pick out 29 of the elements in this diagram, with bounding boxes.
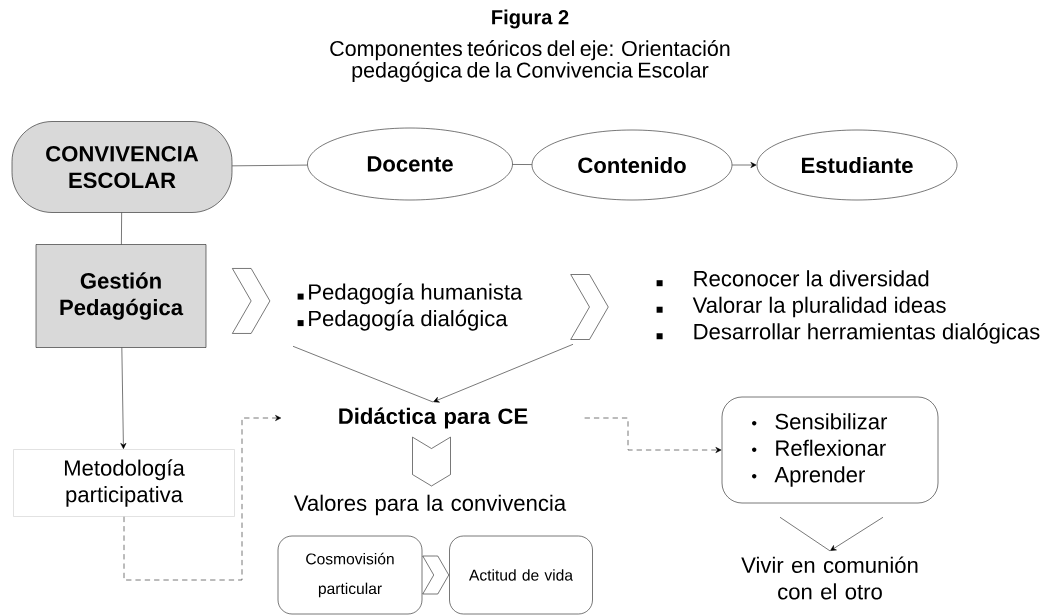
text-label: Valores para la convivencia	[293, 494, 567, 516]
list-item: Reconocer la diversidad	[656, 270, 929, 287]
chevron-arrow	[232, 268, 271, 334]
chevron-arrow	[292, 344, 574, 403]
arrow	[123, 415, 282, 581]
chevron-arrow	[570, 274, 609, 340]
caption: Componentes teóricos del eje: Orientación pedagógica de la Convivencia Escolar	[330, 40, 730, 82]
connector-line	[512, 164, 532, 165]
rounded-box: Sensibilizar Reflexionar Aprender	[721, 396, 939, 504]
connector-line	[232, 164, 308, 167]
arrow	[732, 162, 757, 168]
arrow	[584, 417, 722, 453]
rounded-box: Actitud de vida	[449, 535, 593, 615]
process-box: Metodología participativa	[13, 449, 235, 517]
arrow	[120, 347, 127, 449]
list-item: Valorar la pluralidad ideas	[656, 296, 946, 318]
rounded-box: CONVIVENCIA ESCOLAR	[11, 121, 233, 213]
chevron-arrow	[422, 555, 449, 595]
rounded-box: Cosmovisión particular	[277, 535, 423, 615]
list-item: Pedagogía humanista	[297, 283, 523, 305]
title: Figura 2	[492, 9, 569, 29]
list-item: Desarrollar herramientas dialógicas	[656, 322, 1040, 344]
text-label: Didáctica para CE	[339, 407, 528, 429]
process-box: Gestión Pedagógica	[35, 244, 207, 348]
text-label: Vivir en comunión con el otro	[741, 556, 918, 600]
list-item: Pedagogía dialógica	[297, 309, 508, 331]
chevron-arrow	[779, 517, 884, 552]
chevron-arrow	[412, 436, 451, 487]
connector-line	[121, 212, 122, 245]
